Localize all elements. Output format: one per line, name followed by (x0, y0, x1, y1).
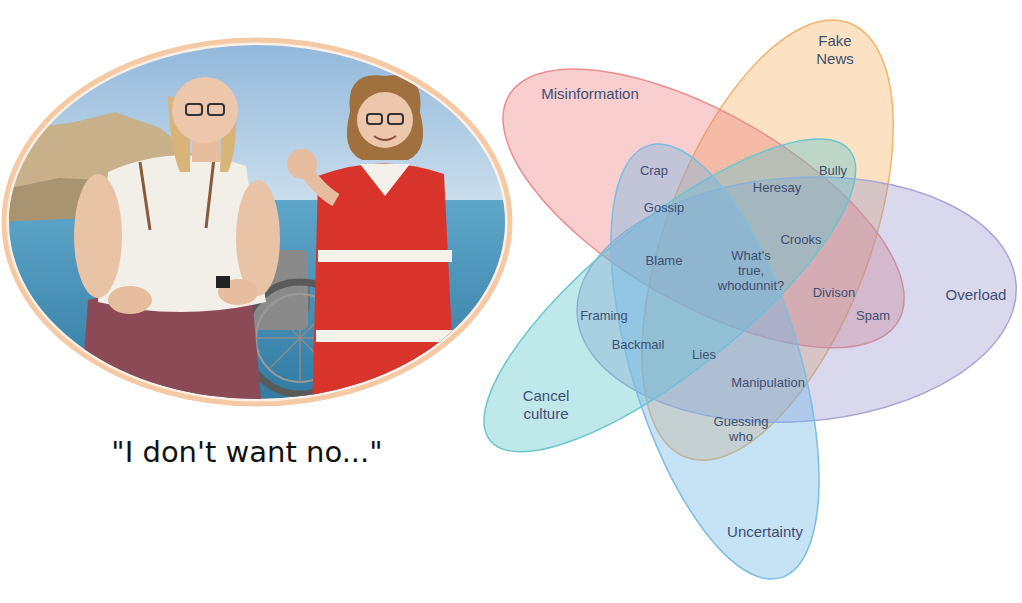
overlap-label: Guessing who (714, 415, 769, 445)
photo-scene (0, 30, 520, 420)
overlap-label: Framing (580, 309, 628, 324)
set-title: Overload (946, 286, 1007, 304)
overlap-label: Gossip (644, 201, 684, 216)
set-ellipse (611, 144, 819, 579)
overlap-label: Crooks (780, 233, 821, 248)
head (172, 77, 238, 143)
overlap-label: Blame (646, 254, 683, 269)
overlap-label: Divison (813, 286, 856, 301)
overlap-label: Bully (819, 164, 847, 179)
set-title: Uncertainty (727, 523, 803, 541)
head (357, 92, 413, 148)
overlap-label: Spam (856, 309, 890, 324)
overlap-label: Lies (692, 348, 716, 363)
set-title: Misinformation (541, 85, 639, 103)
set-ellipse-shape (569, 121, 862, 602)
glasses (367, 114, 382, 124)
curly-hair (347, 75, 423, 160)
smile (374, 136, 396, 140)
collar (360, 164, 410, 196)
caption: "I don't want no..." (111, 435, 382, 469)
watch (216, 276, 230, 288)
overlap-label: What's true, whodunnit? (718, 249, 785, 294)
overlap-label: Backmail (612, 338, 665, 353)
arm (74, 174, 122, 298)
venn-set: Uncertainty (611, 144, 819, 579)
glasses (208, 104, 224, 115)
glasses (388, 114, 403, 124)
shirt-stripes (316, 250, 454, 342)
glasses (186, 104, 202, 115)
overlap-label: Heresay (753, 181, 801, 196)
vest-straps (140, 158, 214, 230)
overlap-label: Manipulation (731, 376, 805, 391)
arm (302, 164, 336, 200)
set-title: Cancel culture (523, 387, 570, 423)
hand (108, 286, 152, 314)
overlap-label: Crap (640, 164, 668, 179)
set-title: Fake News (816, 32, 854, 68)
arm (236, 180, 280, 296)
